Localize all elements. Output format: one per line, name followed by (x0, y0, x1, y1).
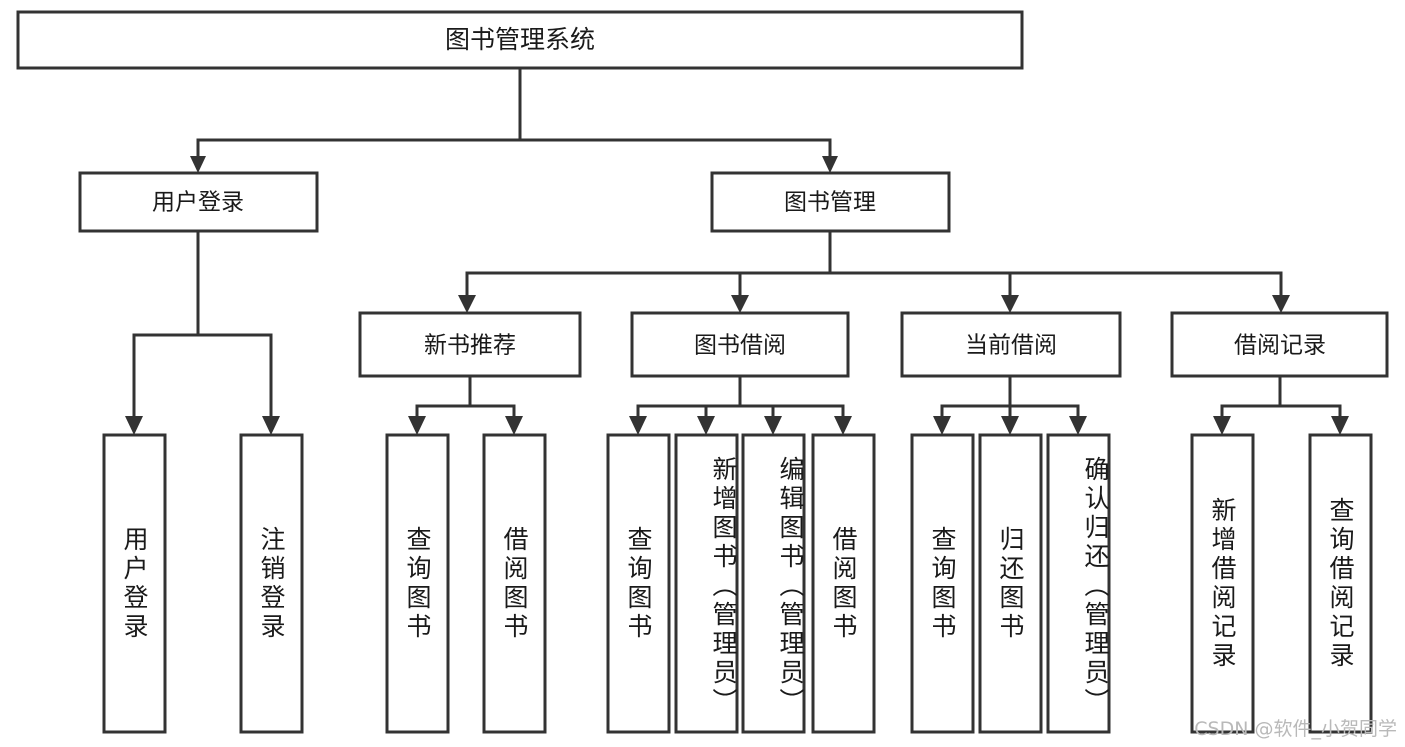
node-book-borrow[interactable]: 图书借阅 (630, 311, 850, 378)
arrow-head-borrow-record (1272, 295, 1290, 313)
node-book-manage-label: 图书管理 (784, 190, 876, 216)
leaf-rect-bookborrow-add-book[interactable] (674, 433, 739, 734)
node-book-manage[interactable]: 图书管理 (710, 171, 951, 233)
leaf-rect-borrowrecord-query-record[interactable] (1308, 433, 1373, 734)
leaf-rect-borrowrecord-add-record[interactable] (1190, 433, 1255, 734)
node-root[interactable]: 图书管理系统 (16, 10, 1024, 70)
node-new-book-recommend-rect[interactable] (358, 311, 582, 378)
arrow-head-current-borrow (1001, 295, 1019, 313)
connector-layer (125, 66, 1349, 435)
arrow-head-currentborrow-leaf-1 (933, 416, 951, 435)
leaf-rect-newbook-borrow-book[interactable] (482, 433, 547, 734)
arrow-head-book-manage (822, 156, 838, 173)
node-borrow-record[interactable]: 借阅记录 (1170, 311, 1389, 378)
leaf-rect-logout[interactable] (239, 433, 304, 734)
leaf-rect-user-login[interactable] (102, 433, 167, 734)
arrow-head-bookborrow-leaf-2 (697, 416, 715, 435)
arrow-head-newbook-leaf-2 (505, 416, 523, 435)
node-current-borrow-label: 当前借阅 (965, 333, 1057, 359)
leaf-rect-currentborrow-return-book[interactable] (978, 433, 1043, 734)
leaf-rect-bookborrow-borrow-book[interactable] (811, 433, 876, 734)
arrow-head-bookborrow-leaf-3 (764, 416, 782, 435)
node-root-rect[interactable] (16, 10, 1024, 70)
node-borrow-record-label: 借阅记录 (1234, 333, 1326, 359)
arrow-head-bookborrow-leaf-1 (629, 416, 647, 435)
node-current-borrow-rect[interactable] (900, 311, 1122, 378)
leaf-rect-currentborrow-confirm-return[interactable] (1046, 433, 1111, 734)
arrow-head-user-login (190, 156, 206, 173)
arrow-head-bookborrow-leaf-4 (834, 416, 852, 435)
arrow-head-book-borrow (731, 295, 749, 313)
arrow-head-newbook-leaf-1 (408, 416, 426, 435)
node-book-borrow-label: 图书借阅 (694, 333, 786, 359)
node-borrow-record-rect[interactable] (1170, 311, 1389, 378)
node-root-label: 图书管理系统 (445, 25, 595, 54)
arrow-head-leaf-logout (262, 416, 280, 435)
node-user-login[interactable]: 用户登录 (78, 171, 319, 233)
leaf-rect-currentborrow-query-book[interactable] (910, 433, 975, 734)
node-user-login-label: 用户登录 (152, 190, 244, 216)
leaf-layer (102, 433, 1373, 734)
arrow-head-borrowrecord-leaf-2 (1331, 416, 1349, 435)
leaf-rect-bookborrow-edit-book[interactable] (741, 433, 806, 734)
node-book-manage-rect[interactable] (710, 171, 951, 233)
arrow-head-currentborrow-leaf-3 (1069, 416, 1087, 435)
node-new-book-recommend[interactable]: 新书推荐 (358, 311, 582, 378)
csdn-watermark: CSDN @软件_小贺同学 (1194, 718, 1397, 740)
arrow-head-leaf-user-login (125, 416, 143, 435)
node-current-borrow[interactable]: 当前借阅 (900, 311, 1122, 378)
arrow-head-borrowrecord-leaf-1 (1213, 416, 1231, 435)
node-book-borrow-rect[interactable] (630, 311, 850, 378)
leaf-rect-bookborrow-query-book[interactable] (606, 433, 671, 734)
leaf-rect-newbook-query-book[interactable] (385, 433, 450, 734)
node-user-login-rect[interactable] (78, 171, 319, 233)
arrow-head-new-book (458, 295, 476, 313)
arrow-head-currentborrow-leaf-2 (1001, 416, 1019, 435)
node-new-book-recommend-label: 新书推荐 (424, 333, 516, 359)
